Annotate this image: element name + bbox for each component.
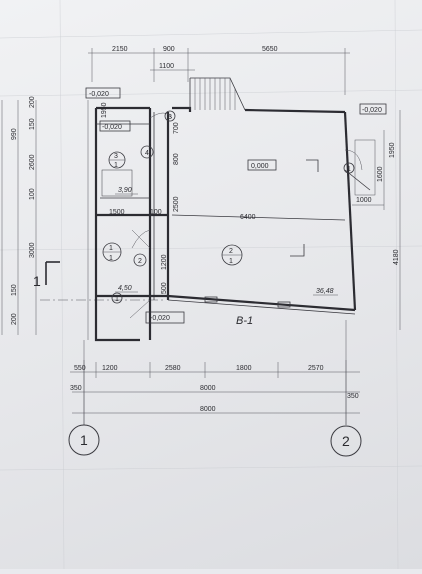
- dim-left-outer-6550: 6550: [0, 204, 2, 220]
- axis-2-label: 2: [342, 433, 350, 449]
- dim-left-3000: 3000: [29, 242, 36, 258]
- dim-1200: 1200: [161, 254, 168, 270]
- dim-350-right: 350: [347, 393, 359, 400]
- dim-100: 100: [150, 209, 162, 216]
- staircase: [189, 77, 246, 111]
- dim-500: 500: [161, 282, 168, 294]
- dim-left-outer-990: 990: [11, 128, 18, 140]
- dim-1500: 1500: [109, 209, 125, 216]
- dim-1950: 1950: [101, 102, 108, 118]
- room-2-area: 36,48: [316, 288, 334, 295]
- section-mark-left: 1: [33, 261, 165, 301]
- dim-left-200b: 200: [11, 313, 18, 325]
- level-marks: -0,020 -0,020 0,000 -0,020 -0,020: [85, 87, 387, 324]
- room-1-sub: 1: [109, 255, 113, 262]
- dim-6400: 6400: [240, 214, 256, 221]
- dim-1100: 1100: [159, 63, 174, 70]
- level-mark-1: -0,020: [89, 91, 109, 98]
- top-dimension-chain: 2150 900 5650 1100: [88, 46, 350, 95]
- stair-marker: 3: [168, 114, 172, 121]
- dim-left-150b: 150: [11, 284, 18, 296]
- dim-2580: 2580: [165, 365, 181, 372]
- dim-900: 900: [163, 46, 175, 53]
- dim-8000-a: 8000: [200, 385, 216, 392]
- level-mark-right: -0,020: [362, 107, 382, 114]
- dim-1800: 1800: [236, 365, 252, 372]
- dim-8000-b: 8000: [200, 406, 216, 413]
- dim-right-4180: 4180: [393, 249, 400, 265]
- dim-550: 550: [74, 365, 86, 372]
- level-mark-main: 0,000: [251, 163, 269, 170]
- dim-2570: 2570: [308, 365, 324, 372]
- entry-marker: 1: [115, 296, 119, 303]
- room-3-area: 3,90: [118, 187, 132, 194]
- room-2b-number: 2: [138, 258, 142, 265]
- room-1-area: 4,50: [118, 285, 132, 292]
- dim-left-2600: 2600: [29, 154, 36, 170]
- dim-800: 800: [173, 153, 180, 165]
- room-4-number: 4: [145, 150, 149, 157]
- room-markers: 3 1 3,90 4 1 1 4,50 2 2 1 36,48 1 1 3: [101, 110, 355, 304]
- right-dimensions: 1950 1600 1000 4180: [352, 110, 401, 330]
- dim-2150: 2150: [112, 46, 128, 53]
- dim-1200: 1200: [102, 365, 118, 372]
- dim-left-200: 200: [29, 96, 36, 108]
- dim-700: 700: [173, 122, 180, 134]
- section-mark-number: 1: [33, 273, 41, 289]
- dim-left-150: 150: [29, 118, 36, 130]
- room-3-number: 3: [114, 153, 118, 160]
- interior-dimensions: 1950 700 800 2500 1500 100 6400 1200 500: [87, 100, 256, 340]
- dim-right-1000: 1000: [356, 197, 372, 204]
- room-2-number: 2: [229, 248, 233, 255]
- room-2-sub: 1: [229, 258, 233, 265]
- room-1-number: 1: [109, 245, 113, 252]
- grid-axes: 1 2: [68, 320, 362, 457]
- entry-marker-right: 1: [347, 166, 351, 173]
- dim-right-1950: 1950: [389, 142, 396, 158]
- axis-1-label: 1: [80, 432, 88, 448]
- room-3-sub: 1: [114, 162, 118, 169]
- dim-350-left: 350: [70, 385, 82, 392]
- level-mark-2: -0,020: [102, 124, 122, 131]
- dim-right-1600: 1600: [377, 166, 384, 182]
- dim-left-100: 100: [29, 188, 36, 200]
- bottom-dimension-chain: 550 1200 2580 1800 2570 350 8000 350 800…: [70, 360, 360, 425]
- dim-2500: 2500: [173, 196, 180, 212]
- building-walls: [94, 106, 357, 342]
- level-mark-porch: -0,020: [150, 315, 170, 322]
- left-dimension-chain: 200 150 2600 100 3000 150 200 990 6550: [0, 96, 37, 335]
- dim-5650: 5650: [262, 46, 278, 53]
- section-label: B-1: [236, 315, 253, 327]
